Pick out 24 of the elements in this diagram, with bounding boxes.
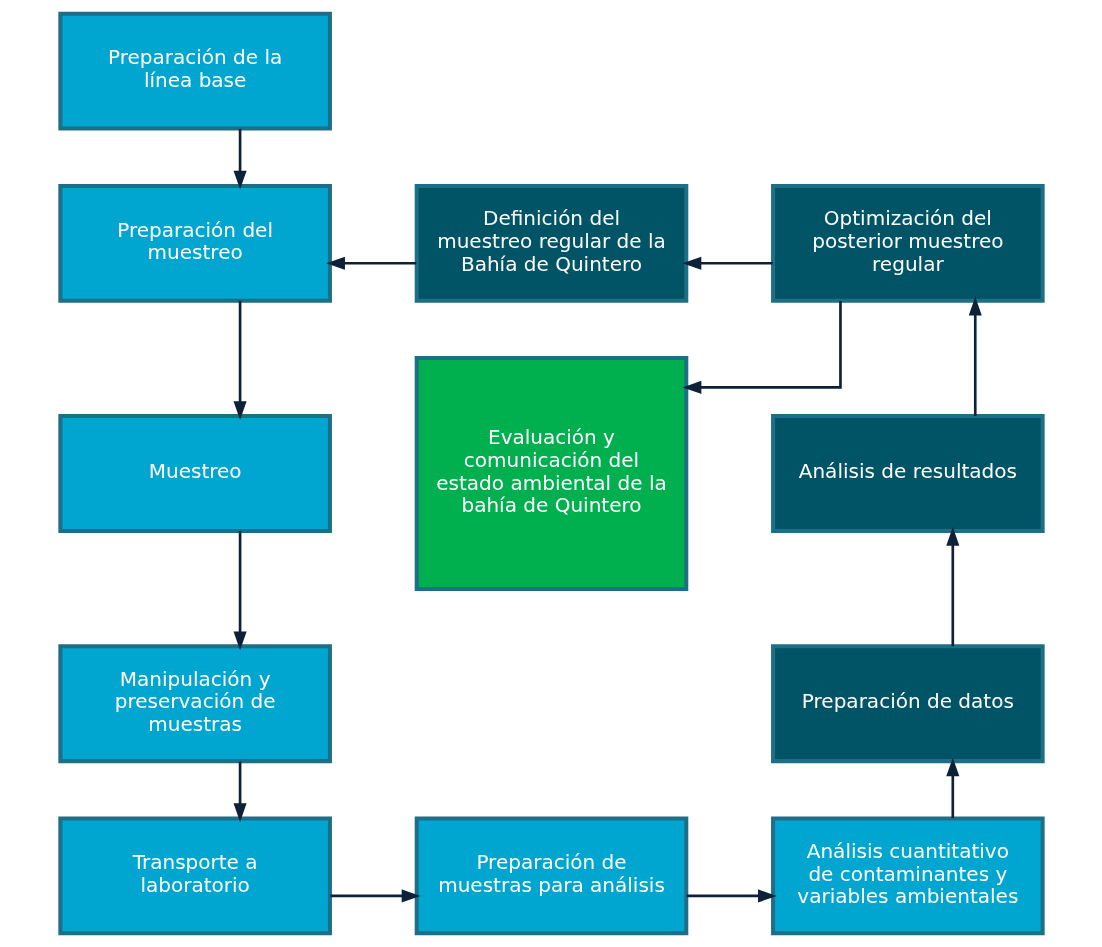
node-box: Preparación de datos <box>770 644 1045 764</box>
arrow <box>945 757 959 819</box>
arrow <box>233 761 247 822</box>
node-box: Optimización del posterior muestreo regular <box>770 183 1045 303</box>
arrow <box>233 300 247 420</box>
node-box: Definición del muestreo regular de la Bahía de Quintero <box>414 183 688 303</box>
arrow <box>329 889 420 903</box>
node-box: Análisis de resultados <box>770 414 1045 533</box>
node-box: Transporte a laboratorio <box>57 816 332 936</box>
arrow <box>325 256 416 270</box>
arrow <box>233 531 247 651</box>
arrow <box>233 128 247 190</box>
node-box: Preparación de la línea base <box>57 11 332 131</box>
node-box: Evaluación y comunicación del estado ambiental de la bahía de Quintero <box>414 356 688 591</box>
node-box: Muestreo <box>57 414 332 533</box>
node-box: Preparación del muestreo <box>57 183 332 303</box>
arrow <box>686 889 777 903</box>
arrow <box>682 301 842 394</box>
arrow <box>968 296 982 416</box>
node-box: Preparación de muestras para análisis <box>414 816 688 936</box>
node-box: Análisis cuantitativo de contaminantes y variables ambientales <box>770 816 1045 936</box>
arrow <box>945 527 959 647</box>
arrow <box>682 256 773 270</box>
node-box: Manipulación y preservación de muestras <box>57 644 332 764</box>
